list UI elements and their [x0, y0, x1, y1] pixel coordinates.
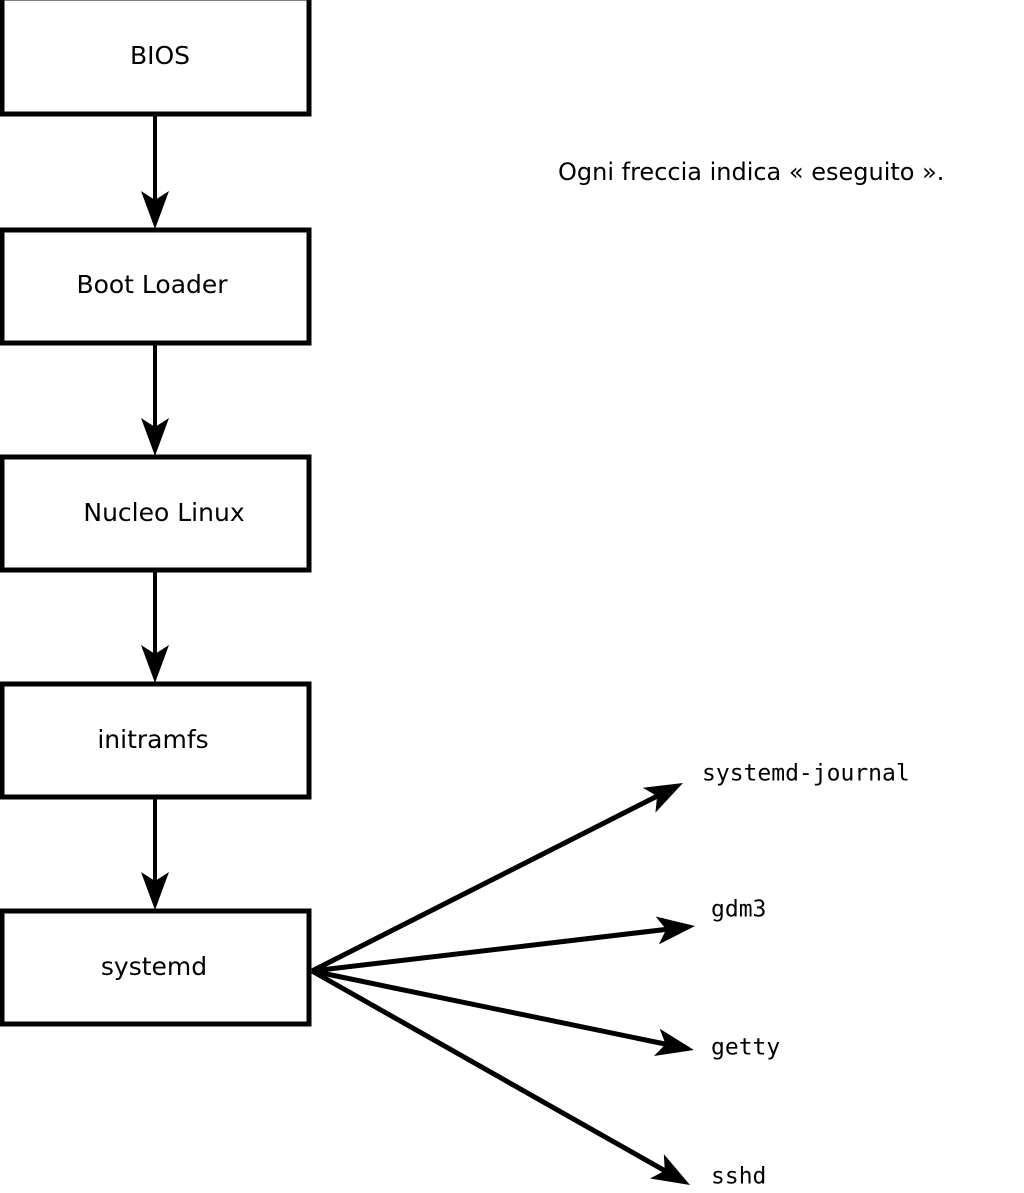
edge-arrowhead-bios-to-bootloader — [141, 191, 169, 229]
edge-arrowhead-bootloader-to-kernel — [141, 418, 169, 456]
node-box-systemd — [0, 908, 312, 1027]
edge-line-systemd-to-gdm3 — [311, 926, 667, 974]
service-label-getty: getty — [711, 1035, 780, 1061]
node-label-bootloader: Boot Loader — [76, 270, 228, 299]
edge-arrowhead-systemd-to-gdm3 — [655, 916, 695, 945]
node-label-bios: BIOS — [130, 41, 190, 70]
node-box-initramfs — [0, 681, 312, 800]
fanout-edge-group — [310, 783, 695, 1185]
node-box-kernel — [0, 454, 312, 573]
edge-line-systemd-to-getty — [311, 968, 667, 1047]
vertical-edge-group — [141, 114, 169, 910]
edge-arrowhead-kernel-to-initramfs — [141, 645, 169, 683]
edge-line-systemd-to-sshd — [310, 968, 666, 1173]
edge-arrowhead-systemd-to-sshd — [650, 1154, 690, 1185]
edge-arrowhead-initramfs-to-systemd — [141, 872, 169, 910]
service-label-sshd: sshd — [711, 1164, 766, 1190]
edge-arrowhead-systemd-to-systemd-journal — [642, 783, 683, 813]
node-box-bios — [0, 0, 312, 117]
node-label-systemd: systemd — [101, 952, 207, 981]
edge-arrowhead-systemd-to-getty — [653, 1028, 694, 1057]
service-label-gdm3: gdm3 — [711, 897, 766, 923]
node-label-kernel: Nucleo Linux — [83, 498, 244, 527]
service-label-systemd-journal: systemd-journal — [702, 761, 910, 787]
node-box-group — [0, 0, 312, 1027]
node-label-initramfs: initramfs — [97, 725, 208, 754]
diagram-caption: Ogni freccia indica « eseguito ». — [558, 158, 944, 186]
node-box-bootloader — [0, 227, 312, 346]
edge-line-systemd-to-systemd-journal — [310, 793, 659, 974]
